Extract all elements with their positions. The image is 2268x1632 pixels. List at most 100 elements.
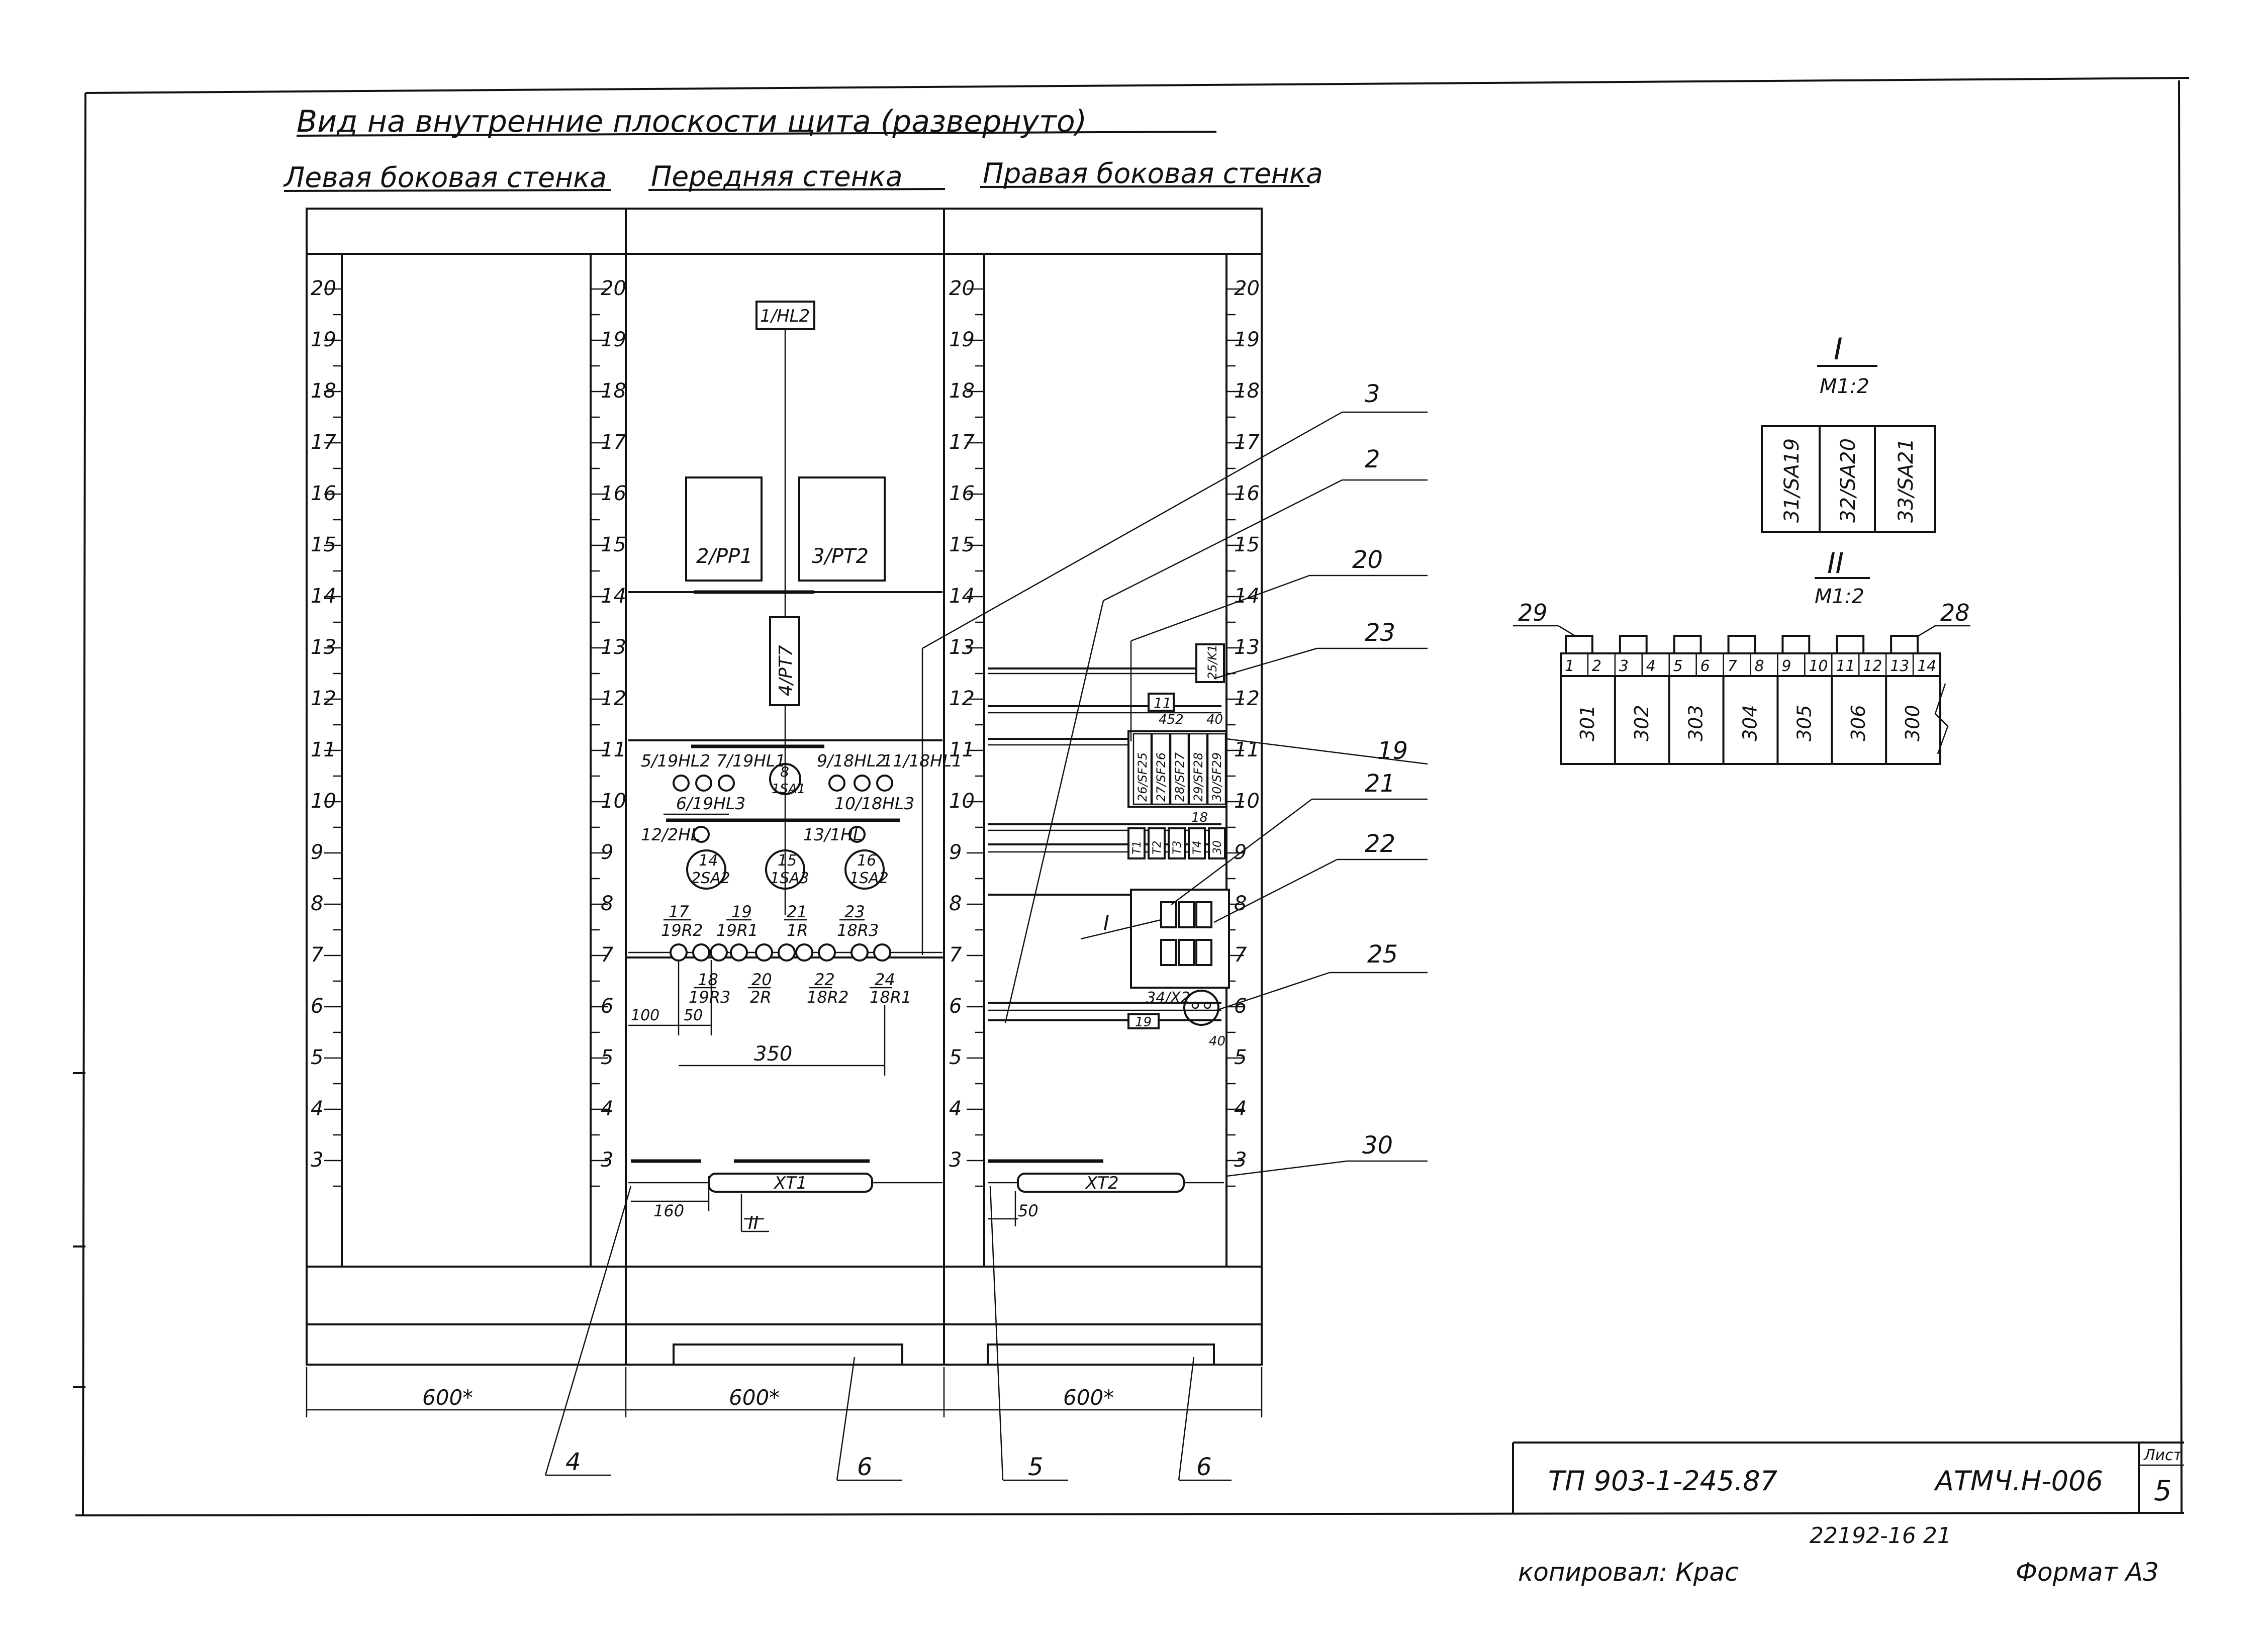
scale-right-inner-20: 20 [949, 277, 975, 300]
scale-right-inner-11: 11 [949, 738, 975, 761]
switch-15-1sa3 [765, 849, 805, 890]
group-302: 302 [1631, 705, 1653, 741]
resistor-8 [818, 943, 836, 962]
terminal-tab-7 [1890, 635, 1919, 654]
dim-40-a: 40 [1206, 712, 1223, 727]
scale-right-inner-9: 9 [949, 841, 962, 864]
resistor-6 [778, 943, 796, 962]
scale-left-outer-4: 4 [311, 1097, 323, 1120]
scale-right-outer-12: 12 [1234, 687, 1260, 710]
device-1-hl2-label: 1/HL2 [760, 306, 810, 326]
detail-i-item-3-label: 33/SA21 [1895, 438, 1918, 523]
terminal-6: 6 [1700, 657, 1710, 675]
scale-right-inner-19: 19 [949, 328, 975, 351]
label-18r2: 18R2 [807, 988, 848, 1007]
switch-8-num: 8 [780, 763, 789, 780]
scale-right-inner-3: 3 [949, 1148, 962, 1172]
switch-16-num: 16 [857, 852, 876, 870]
scale-left-outer-13: 13 [311, 636, 336, 659]
dim-350: 350 [754, 1042, 792, 1066]
roman-i-mark: I [1103, 912, 1109, 935]
device-1-hl2 [755, 301, 815, 330]
bottom-plate-front [673, 1343, 903, 1366]
breaker-3 [1170, 733, 1189, 805]
dim-160: 160 [653, 1201, 684, 1220]
scale-left-outer-7: 7 [311, 943, 324, 967]
device-19-label: 19 [1135, 1015, 1152, 1030]
lamp-12 [693, 826, 710, 843]
label-19: 19 [731, 902, 752, 921]
lamp-11 [876, 775, 893, 792]
switch-14-2sa2 [686, 849, 726, 890]
scale-right-inner-5: 5 [949, 1046, 962, 1069]
dim-50-a: 50 [684, 1007, 703, 1024]
detail-i-scale: M1:2 [1820, 375, 1869, 398]
resistor-4 [730, 943, 748, 962]
callout-23: 23 [1365, 619, 1395, 647]
device-25-k1 [1195, 643, 1225, 683]
resistor-9 [850, 943, 869, 962]
terminal-5: 5 [1673, 657, 1683, 675]
scale-right-inner-10: 10 [949, 790, 975, 813]
bottom-plate-right [987, 1343, 1215, 1366]
scale-right-outer-8: 8 [1234, 892, 1247, 915]
small-terminal-2-label: T2 [1151, 841, 1164, 854]
lamp-5 [673, 775, 690, 792]
width-dimensions: 600* 600* 600* [306, 1367, 1263, 1417]
scale-left-outer-14: 14 [311, 585, 336, 608]
selector-slot-2 [1178, 901, 1195, 928]
label-2r: 2R [750, 988, 772, 1007]
right-wall-label: Правая боковая стенка [983, 157, 1323, 189]
terminal-3: 3 [1619, 657, 1629, 675]
label-18r1: 18R1 [870, 988, 911, 1007]
callout-19: 19 [1377, 737, 1408, 765]
detail-i-item-3 [1874, 425, 1936, 533]
label-6-19hl3: 6/19HL3 [676, 794, 745, 813]
device-11-label: 11 [1154, 695, 1172, 711]
order-number: 22192-16 21 [1810, 1523, 1951, 1549]
terminal-9: 9 [1781, 657, 1791, 675]
callout-20: 20 [1352, 546, 1383, 574]
scale-right-inner-15: 15 [949, 533, 975, 556]
group-303: 303 [1685, 705, 1707, 741]
scale-left-inner-10: 10 [601, 790, 626, 813]
scale-left-outer-6: 6 [311, 995, 323, 1018]
terminal-tab-5 [1781, 635, 1811, 654]
terminal-2: 2 [1592, 657, 1601, 675]
callout-30: 30 [1362, 1131, 1393, 1160]
scale-left-outer-17: 17 [311, 431, 336, 454]
scale-left-inner-3: 3 [601, 1148, 613, 1172]
breaker-4 [1188, 733, 1208, 805]
selector-slot-5 [1178, 939, 1195, 966]
sheet-number: 5 [2154, 1475, 2172, 1507]
small-terminal-4-label: T4 [1191, 841, 1204, 854]
detail-ii-marker-29: 29 [1518, 599, 1548, 626]
scale-left-inner-4: 4 [601, 1097, 613, 1120]
scale-left-outer-9: 9 [311, 841, 323, 864]
group-305: 305 [1793, 705, 1815, 741]
label-18: 18 [698, 970, 718, 989]
scale-left-inner-17: 17 [601, 431, 626, 454]
detail-ii-label: II [1827, 547, 1844, 580]
terminal-tab-1 [1565, 635, 1593, 654]
scale-left-inner-8: 8 [601, 892, 613, 915]
detail-ii-scale: M1:2 [1815, 585, 1864, 608]
callout-6-a: 6 [857, 1453, 873, 1481]
scale-left-outer-5: 5 [311, 1046, 323, 1069]
label-9-18hl2: 9/18HL2 [817, 751, 886, 771]
detail-i-item-1-label: 31/SA19 [1780, 438, 1804, 523]
scale-right-inner-4: 4 [949, 1097, 962, 1120]
scale-right-outer-4: 4 [1234, 1097, 1247, 1120]
sheet-label: Лист [2143, 1447, 2183, 1464]
scale-left-inner-9: 9 [601, 841, 613, 864]
detail-i-item-2-label: 32/SA20 [1837, 438, 1860, 523]
scale-right-outer-17: 17 [1234, 431, 1260, 454]
breaker-2-label: 27/SF26 [1154, 752, 1168, 802]
scale-right-outer-13: 13 [1234, 636, 1260, 659]
label-19r1: 19R1 [716, 921, 758, 940]
scale-right-outer-20: 20 [1234, 277, 1260, 300]
switch-8-1sa1 [769, 763, 801, 795]
scale-right-outer-3: 3 [1234, 1148, 1247, 1172]
dim-100: 100 [631, 1007, 659, 1024]
